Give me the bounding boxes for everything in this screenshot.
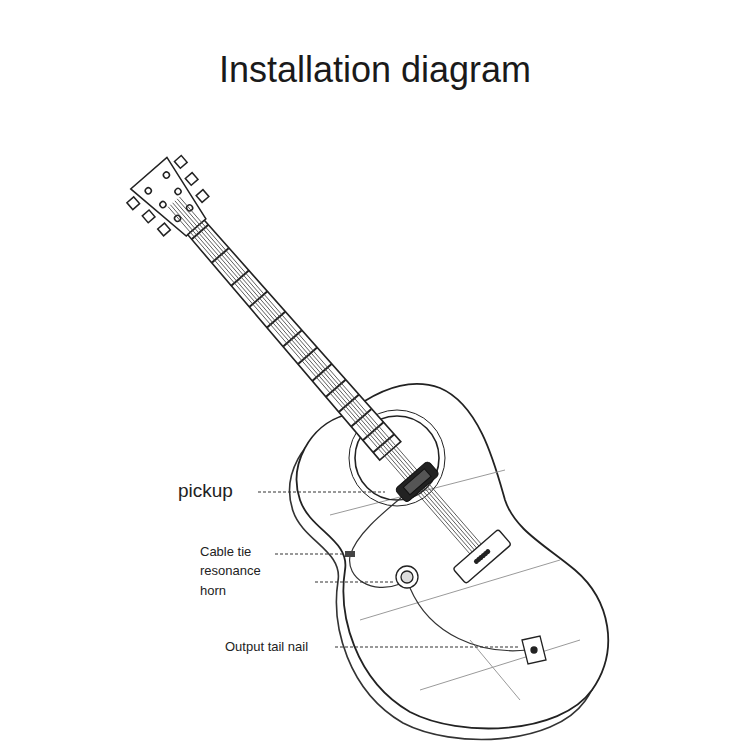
headstock	[144, 187, 152, 195]
resonance-horn	[396, 566, 418, 588]
output-jack	[522, 636, 546, 664]
diagram-title: Installation diagram	[0, 48, 750, 92]
bridge	[453, 529, 511, 583]
guitar-body	[297, 384, 608, 729]
output-jack	[522, 636, 546, 664]
output-jack	[531, 647, 537, 653]
headstock	[131, 157, 214, 243]
headstock	[196, 190, 209, 203]
part-label: pickup	[178, 479, 233, 503]
resonance-horn	[396, 566, 418, 588]
leader-line	[315, 581, 395, 582]
leader-line	[258, 491, 385, 492]
resonance-horn	[401, 571, 413, 583]
headstock	[127, 197, 140, 210]
pickup	[403, 469, 431, 495]
cable-tie	[345, 551, 355, 557]
leader-line	[275, 553, 344, 554]
part-label: Cable tie	[200, 542, 251, 562]
string	[177, 199, 485, 554]
part-label: Output tail nail	[225, 637, 308, 657]
string	[173, 203, 481, 558]
headstock	[185, 173, 198, 186]
leader-line	[258, 492, 520, 647]
headstock	[142, 210, 155, 223]
headstock	[162, 171, 170, 179]
guitar-body	[297, 384, 608, 729]
bracing-line	[330, 470, 580, 700]
leader-line	[335, 646, 520, 647]
headstock	[158, 223, 171, 236]
pickup-cable	[350, 492, 528, 651]
headstock	[159, 200, 167, 208]
pickup	[395, 461, 440, 503]
bridge	[474, 559, 479, 564]
bridge	[453, 529, 511, 583]
headstock	[174, 187, 182, 195]
string	[175, 201, 483, 556]
headstock	[174, 156, 187, 169]
string	[170, 205, 478, 560]
pickup-cable	[410, 588, 528, 651]
string	[168, 207, 476, 562]
string	[168, 197, 488, 562]
guitar-neck	[122, 150, 516, 588]
pickup	[395, 461, 440, 503]
part-label: resonance horn	[200, 561, 278, 601]
